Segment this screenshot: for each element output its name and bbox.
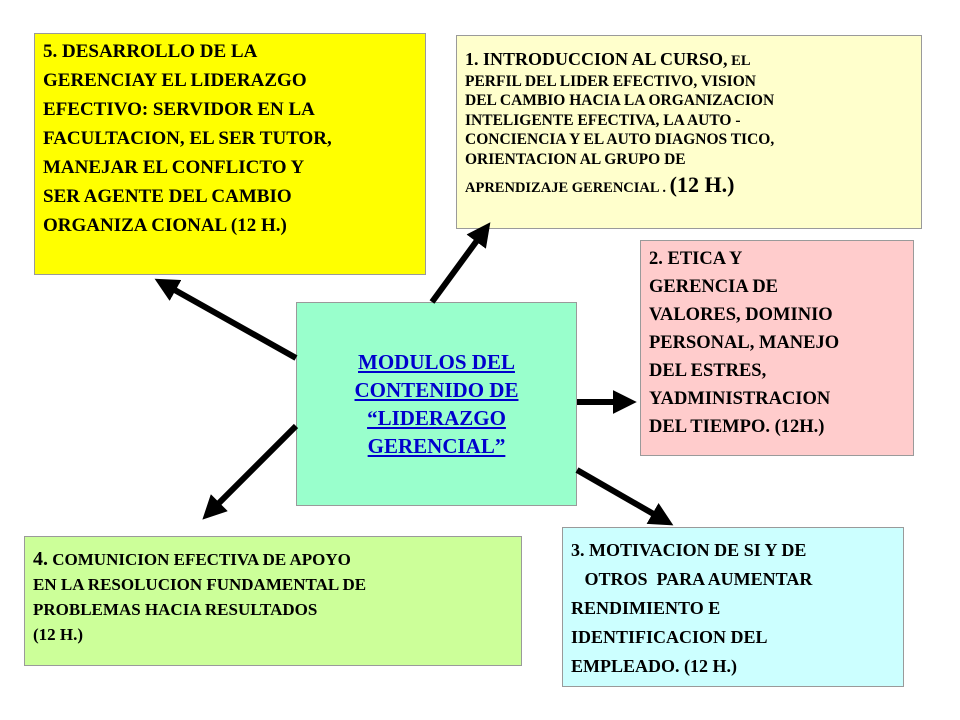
- module-1-title-tail: EL: [727, 53, 751, 69]
- module-5-line: ORGANIZA CIONAL (12 h.): [43, 215, 287, 236]
- arrow-to-module-1: [429, 222, 491, 304]
- module-2-line: VALORES, DOMINIO: [649, 305, 833, 325]
- module-1-hours: (12 h.): [669, 172, 735, 197]
- module-1-line: APRENDIZAJE GERENCIAL . (12 h.): [465, 172, 913, 199]
- module-4-line: (12 h.): [33, 625, 84, 644]
- module-5-line: SER AGENTE DEL CAMBIO: [43, 186, 292, 207]
- module-4-line: 4. COMUNICION EFECTIVA DE APOYO: [33, 547, 513, 572]
- module-1-line: CONCIENCIA Y EL AUTO DIAGNOS TICO,: [465, 131, 775, 148]
- module-2-box: 2. ETICA Y GERENCIA DE VALORES, DOMINIO …: [640, 240, 914, 456]
- module-1-line: DEL CAMBIO HACIA LA ORGANIZACION: [465, 92, 775, 109]
- arrow-to-module-3: [575, 467, 674, 526]
- module-5-line: GERENCIAY EL LIDERAZGO: [43, 70, 307, 91]
- central-topic-box: MODULOS DEL CONTENIDO DE “LIDERAZGO GERE…: [296, 302, 577, 506]
- module-1-line: INTELIGENTE EFECTIVA, LA AUTO -: [465, 111, 741, 129]
- module-3-line: IDENTIFICACION DEL: [571, 627, 768, 647]
- module-3-line: RENDIMIENTO E: [571, 598, 721, 618]
- module-2-line: YADMINISTRACION: [649, 389, 831, 409]
- module-3-line: OTROS PARA AUMENTAR: [571, 569, 813, 589]
- module-2-line: DEL TIEMPO. (12h.): [649, 417, 825, 437]
- module-4-box: 4. COMUNICION EFECTIVA DE APOYO EN LA RE…: [24, 536, 522, 666]
- module-5-line: 5. DESARROLLO DE LA: [43, 41, 258, 62]
- arrow-to-module-5: [154, 278, 298, 361]
- module-5-line: FACULTACION, EL SER TUTOR,: [43, 128, 332, 149]
- module-1-last-text: APRENDIZAJE GERENCIAL .: [465, 180, 670, 196]
- module-3-line: 3. MOTIVACION DE SI Y DE: [571, 540, 807, 560]
- module-5-box: 5. DESARROLLO DE LA GERENCIAY EL LIDERAZ…: [34, 33, 426, 275]
- module-4-line: PROBLEMAS HACIA RESULTADOS: [33, 600, 318, 619]
- module-1-box: 1. INTRODUCCION AL CURSO, EL PERFIL DEL …: [456, 35, 922, 229]
- module-3-line: EMPLEADO. (12 h.): [571, 656, 737, 676]
- module-3-box: 3. MOTIVACION DE SI Y DE OTROS PARA AUME…: [562, 527, 904, 687]
- arrow-to-module-4: [202, 423, 299, 520]
- module-4-line: EN LA RESOLUCION FUNDAMENTAL DE: [33, 575, 367, 594]
- module-4-title: COMUNICION EFECTIVA DE APOYO: [48, 550, 351, 569]
- module-2-line: PERSONAL, MANEJO: [649, 333, 840, 353]
- module-5-line: MANEJAR EL CONFLICTO Y: [43, 157, 305, 178]
- central-topic-line: “LIDERAZGO: [367, 406, 506, 430]
- module-2-line: 2. ETICA Y: [649, 249, 743, 269]
- module-1-line: PERFIL DEL LIDER EFECTIVO, VISION: [465, 72, 756, 90]
- central-topic-line: CONTENIDO DE: [354, 378, 519, 402]
- module-5-line: EFECTIVO: SERVIDOR EN LA: [43, 99, 315, 120]
- central-topic-line: MODULOS DEL: [358, 350, 515, 374]
- module-1-line: ORIENTACION AL GRUPO DE: [465, 150, 686, 168]
- central-topic-title: MODULOS DEL CONTENIDO DE “LIDERAZGO GERE…: [355, 348, 519, 460]
- central-topic-line: GERENCIAL”: [367, 434, 506, 458]
- module-1-line: 1. INTRODUCCION AL CURSO, EL: [465, 49, 913, 72]
- module-2-line: DEL ESTRES,: [649, 361, 767, 381]
- module-4-number: 4.: [33, 548, 48, 570]
- module-1-title: 1. INTRODUCCION AL CURSO,: [465, 49, 728, 69]
- module-2-line: GERENCIA DE: [649, 277, 779, 297]
